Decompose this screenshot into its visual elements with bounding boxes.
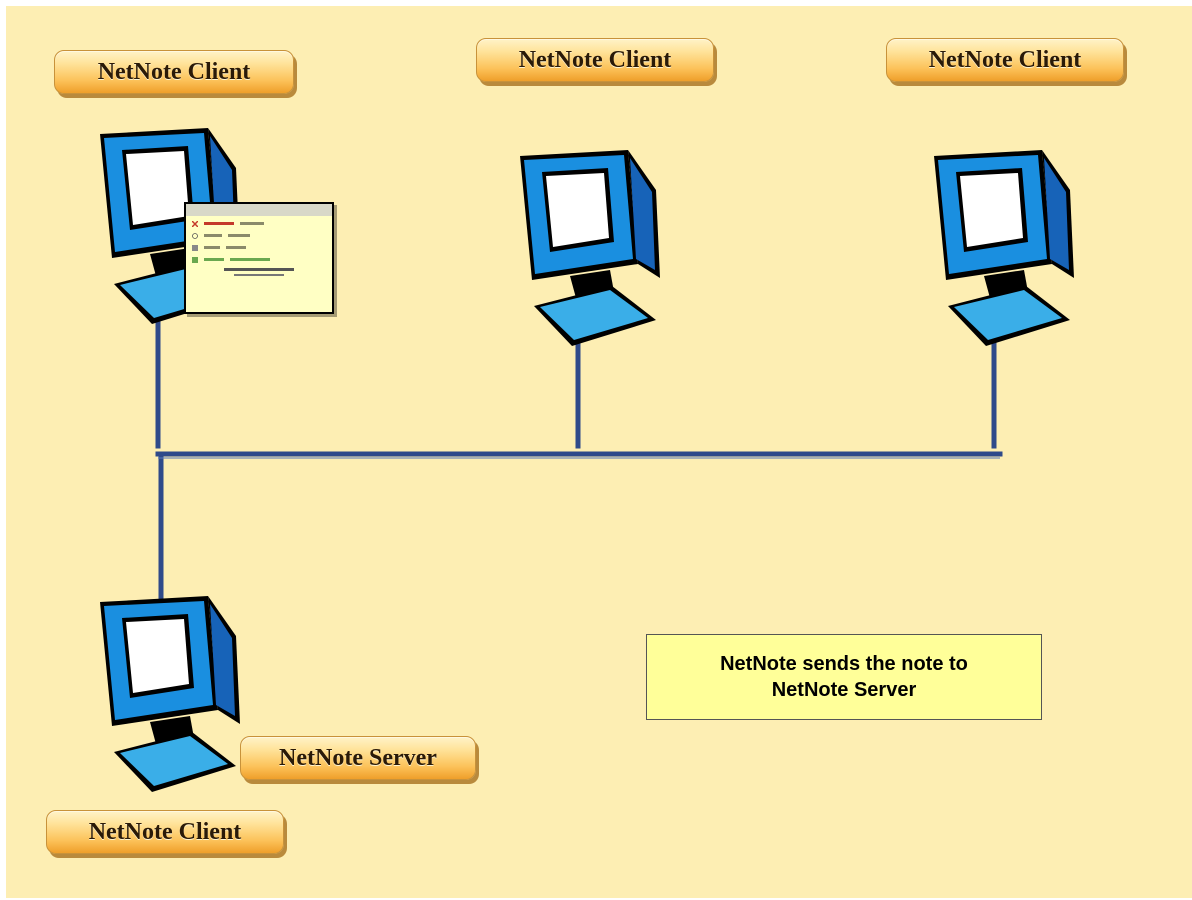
server-client-label: NetNote Client — [46, 810, 284, 854]
server-client-label-text: NetNote Client — [88, 818, 242, 845]
message-box: NetNote sends the note to NetNote Server — [646, 634, 1042, 720]
message-text: NetNote sends the note to NetNote Server — [720, 653, 968, 701]
server-label: NetNote Server — [240, 736, 476, 780]
close-x-icon — [192, 220, 198, 227]
clock-icon — [192, 232, 198, 239]
network-lines — [155, 298, 1003, 605]
note-popup-titlebar — [186, 204, 332, 216]
client-1-label: NetNote Client — [54, 50, 294, 94]
server-computer-icon — [100, 596, 240, 792]
client-3-label-text: NetNote Client — [928, 46, 1082, 73]
client-2-label-text: NetNote Client — [518, 46, 672, 73]
client-2-label: NetNote Client — [476, 38, 714, 82]
network-diagram: NetNote Client NetNote Client NetNote Cl… — [6, 6, 1192, 898]
client-1-label-text: NetNote Client — [97, 58, 251, 85]
client-3-label: NetNote Client — [886, 38, 1124, 82]
server-label-text: NetNote Server — [279, 744, 437, 771]
note-icon — [192, 256, 198, 263]
client-2-computer-icon — [520, 150, 660, 346]
client-3-computer-icon — [934, 150, 1074, 346]
note-popup-window — [184, 202, 334, 314]
phone-icon — [192, 244, 198, 251]
